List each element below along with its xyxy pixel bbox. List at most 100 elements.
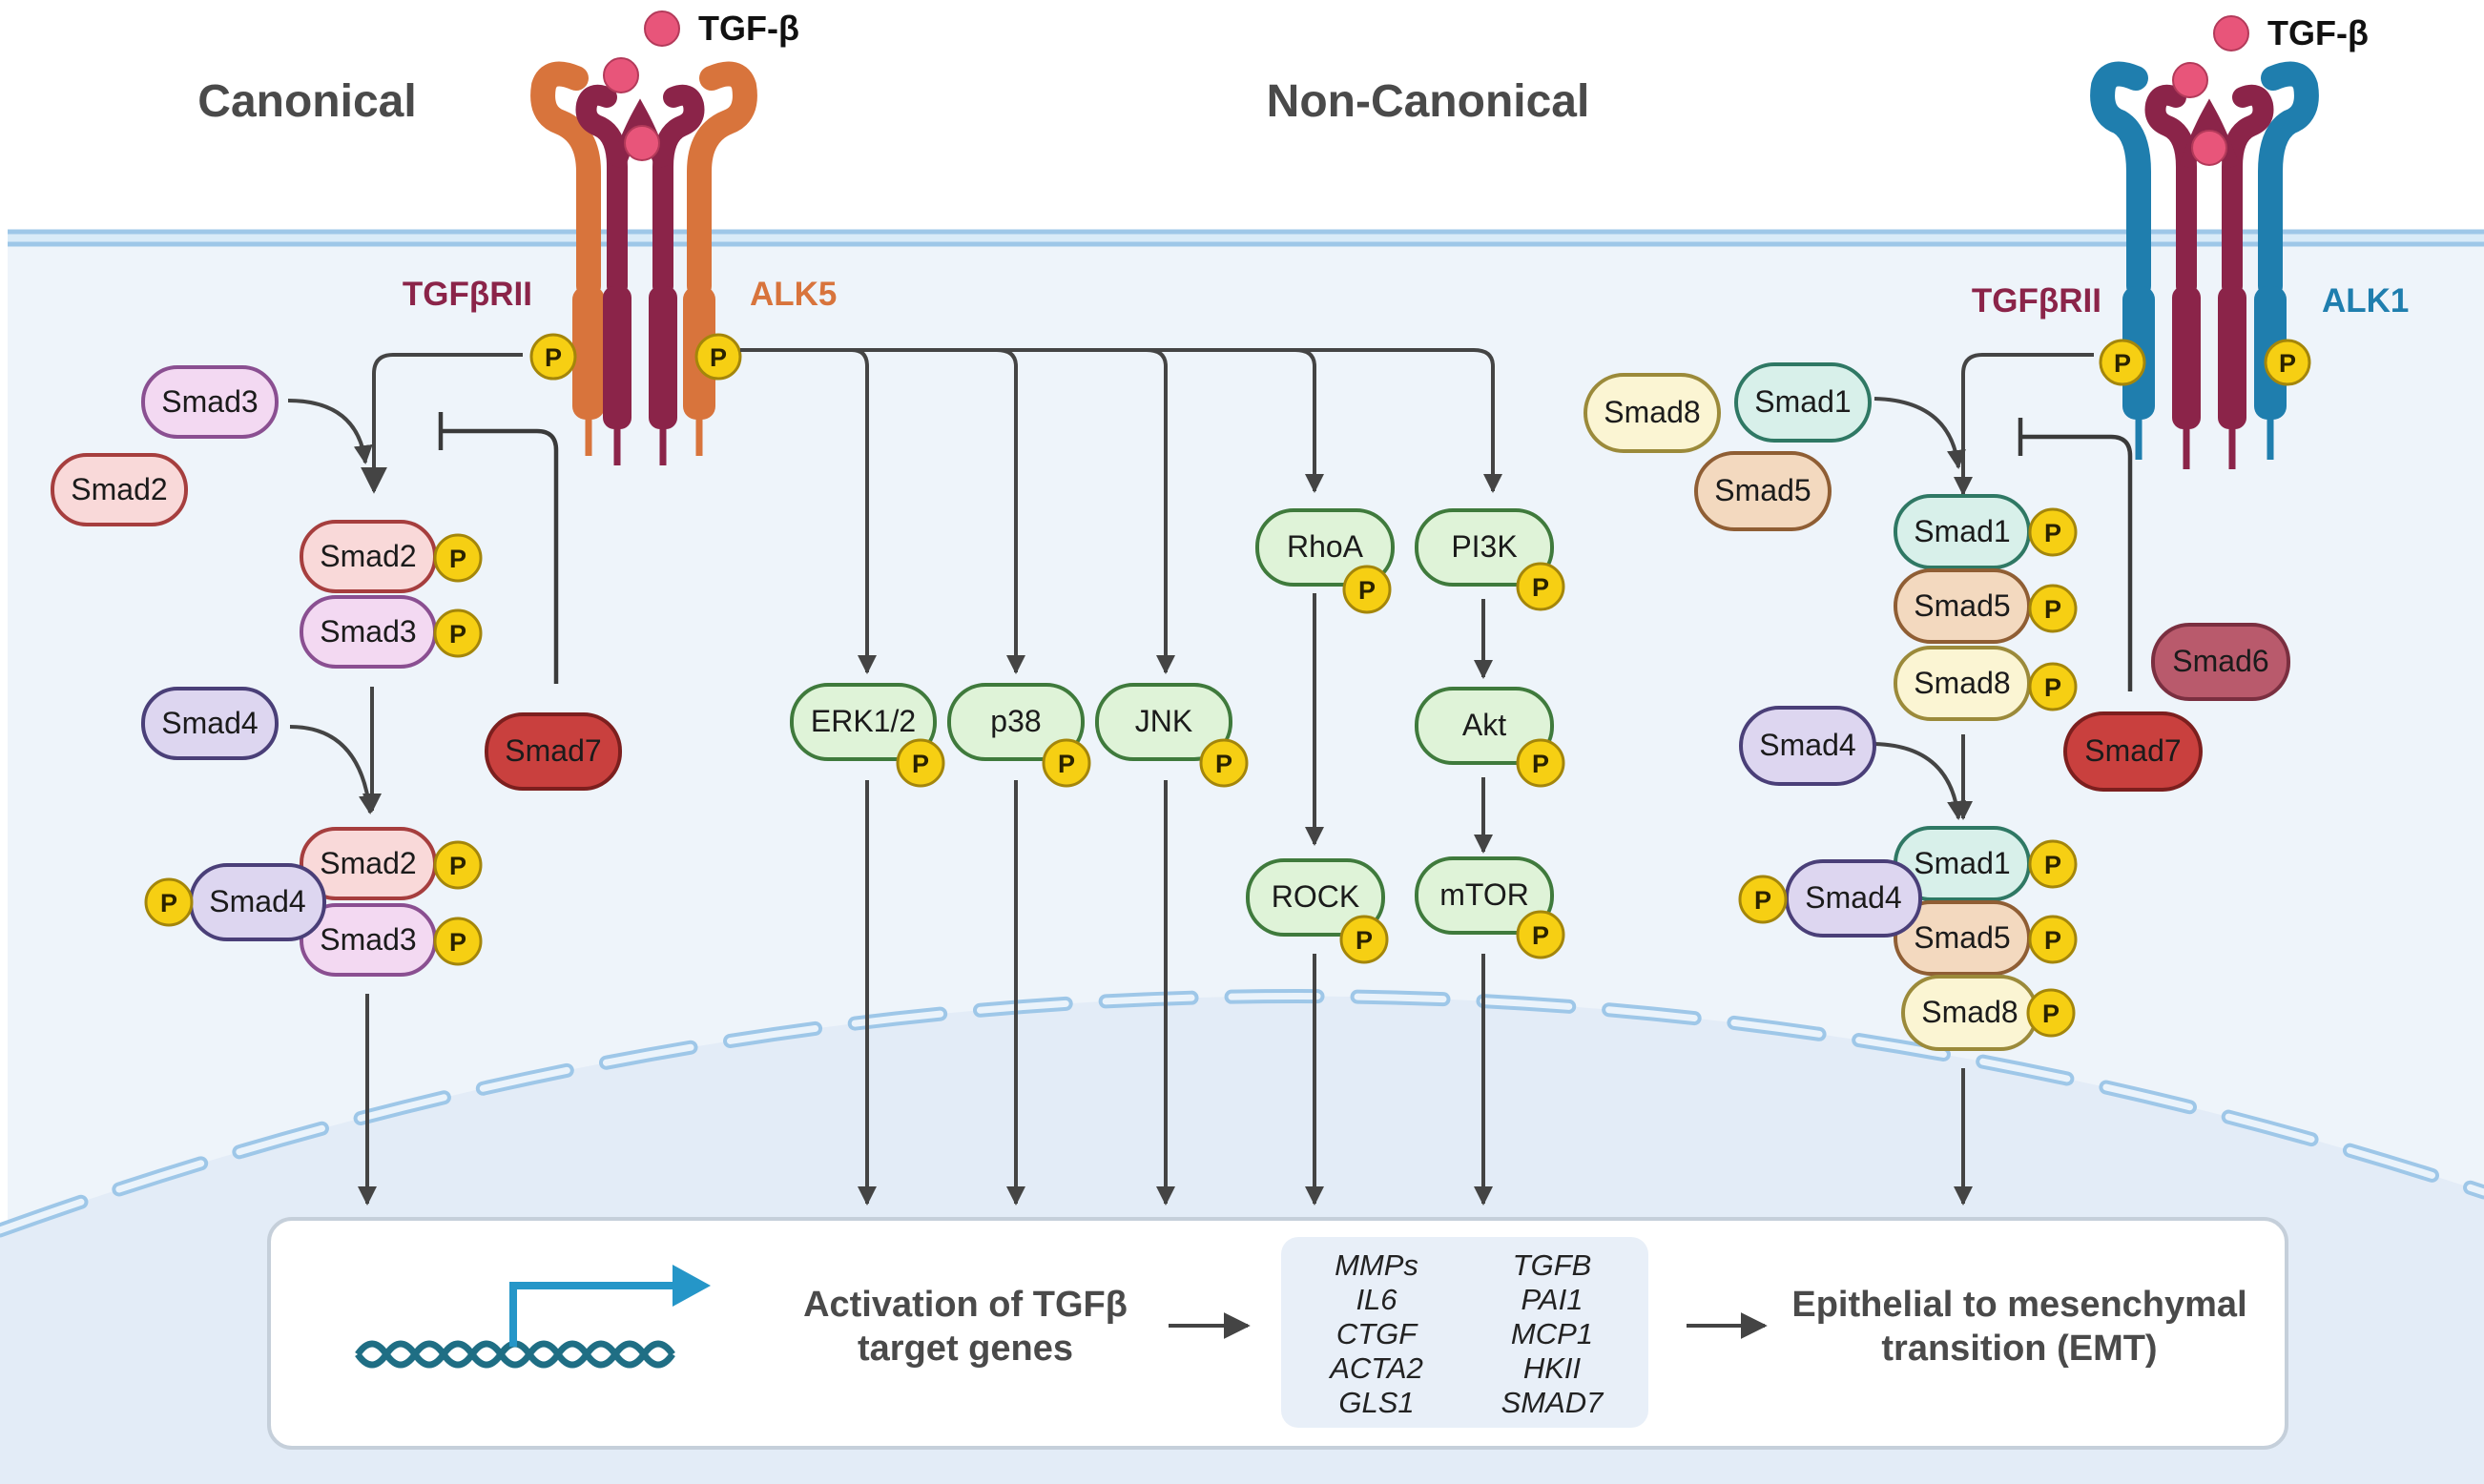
smad-complex-right: Smad1 P Smad5 P Smad8 P Smad4 P <box>1738 826 2078 1051</box>
svg-text:P: P <box>2044 673 2061 702</box>
smad158-phosphorylated: Smad1 P Smad5 P Smad8 P <box>1894 494 2078 721</box>
svg-text:P: P <box>160 889 177 917</box>
svg-text:RhoA: RhoA <box>1287 529 1364 564</box>
svg-text:Smad2: Smad2 <box>320 539 416 573</box>
svg-text:Smad5: Smad5 <box>1914 920 2010 955</box>
activation-text-line1: Activation of TGFβ <box>803 1285 1128 1325</box>
smad5-free: Smad5 <box>1694 451 1832 531</box>
svg-text:Smad1: Smad1 <box>1914 846 2010 880</box>
tgf-beta-ligand <box>2191 130 2227 166</box>
right-receptor-complex: TGF-β TGFβRII ALK1 P P <box>1972 13 2409 469</box>
svg-text:P: P <box>449 928 466 957</box>
p38-kinase: p38 P <box>947 683 1091 788</box>
svg-text:Smad8: Smad8 <box>1604 395 1700 429</box>
svg-text:Smad8: Smad8 <box>1921 995 2018 1029</box>
erk12-kinase: ERK1/2 P <box>790 683 945 788</box>
smad4-free: Smad4 <box>141 687 279 760</box>
tgfbrii-label-left: TGFβRII <box>403 276 532 313</box>
svg-text:P: P <box>1356 926 1373 955</box>
canonical-heading: Canonical <box>197 76 416 127</box>
svg-text:Smad7: Smad7 <box>2084 733 2181 768</box>
svg-text:P: P <box>2044 851 2061 879</box>
gene-list-right: TGFB PAI1 MCP1 HKII SMAD7 <box>1501 1248 1605 1419</box>
gene-name: TGFB <box>1513 1248 1592 1282</box>
smad-complex-canonical: Smad2 P Smad3 P Smad4 P <box>144 827 483 977</box>
gene-list-left: MMPs IL6 CTGF ACTA2 GLS1 <box>1328 1248 1423 1419</box>
svg-text:Smad8: Smad8 <box>1914 666 2010 700</box>
svg-text:Smad3: Smad3 <box>161 384 258 419</box>
gene-activation-box: Activation of TGFβ target genes MMPs IL6… <box>267 1217 2288 1450</box>
promoter-arrow-icon <box>509 1265 711 1347</box>
tgf-beta-ligand-legend <box>644 10 680 47</box>
svg-text:Smad1: Smad1 <box>1754 384 1851 419</box>
svg-text:Smad5: Smad5 <box>1714 473 1811 507</box>
smad4-free-right: Smad4 <box>1739 706 1876 786</box>
svg-text:Smad5: Smad5 <box>1914 588 2010 623</box>
tgf-beta-ligand-legend <box>2213 15 2249 52</box>
akt-kinase: Akt P <box>1415 687 1565 788</box>
gene-name: MMPs <box>1335 1248 1418 1282</box>
svg-text:P: P <box>2044 595 2061 624</box>
mtor-kinase: mTOR P <box>1415 856 1565 959</box>
pathway-arrows <box>287 348 2133 1206</box>
gene-name: MCP1 <box>1511 1317 1593 1350</box>
svg-text:P: P <box>545 343 562 372</box>
emt-text-line2: transition (EMT) <box>1881 1329 2157 1369</box>
phospho-badge: P <box>529 333 577 381</box>
svg-text:Akt: Akt <box>1462 708 1506 742</box>
svg-text:Smad4: Smad4 <box>1759 728 1855 762</box>
svg-text:PI3K: PI3K <box>1451 529 1517 564</box>
phospho-badge: P <box>2099 339 2146 386</box>
phospho-badge: P <box>694 333 742 381</box>
smad8-free: Smad8 <box>1584 373 1721 453</box>
svg-text:P: P <box>2044 926 2061 955</box>
svg-text:P: P <box>1754 886 1771 915</box>
smad3-free: Smad3 <box>141 365 279 439</box>
smad7-inhibitor-left: Smad7 <box>485 712 622 791</box>
smad7-inhibitor-right: Smad7 <box>2063 711 2203 792</box>
svg-text:P: P <box>449 545 466 573</box>
smad2-free: Smad2 <box>51 453 188 526</box>
svg-text:P: P <box>2042 1000 2060 1028</box>
gene-name: HKII <box>1523 1351 1582 1385</box>
tgf-beta-label-right: TGF-β <box>2267 13 2369 52</box>
svg-text:ROCK: ROCK <box>1272 879 1359 914</box>
svg-text:P: P <box>449 620 466 649</box>
smad3-phosphorylated: Smad3 P <box>300 595 483 669</box>
left-receptor-complex: TGF-β TGFβRII ALK5 P P <box>403 9 837 465</box>
gene-name: SMAD7 <box>1501 1386 1605 1419</box>
svg-text:P: P <box>1358 576 1376 605</box>
phospho-badge: P <box>2264 339 2311 386</box>
svg-text:P: P <box>1532 573 1549 602</box>
svg-text:Smad2: Smad2 <box>71 472 167 506</box>
svg-text:P: P <box>1215 750 1232 778</box>
svg-text:P: P <box>449 852 466 880</box>
activation-text-line2: target genes <box>858 1329 1073 1369</box>
smad1-free: Smad1 <box>1734 362 1872 443</box>
svg-text:Smad4: Smad4 <box>209 884 305 918</box>
svg-text:Smad1: Smad1 <box>1914 514 2010 548</box>
rock-kinase: ROCK P <box>1246 858 1389 964</box>
nuclear-envelope <box>0 989 2484 1238</box>
svg-text:P: P <box>710 343 727 372</box>
tgf-beta-ligand <box>2172 62 2208 98</box>
pi3k-kinase: PI3K P <box>1415 508 1565 611</box>
svg-text:Smad3: Smad3 <box>320 614 416 649</box>
jnk-kinase: JNK P <box>1095 683 1249 788</box>
svg-text:P: P <box>1532 750 1549 778</box>
svg-text:Smad4: Smad4 <box>161 706 258 740</box>
svg-text:P: P <box>1532 921 1549 950</box>
svg-text:JNK: JNK <box>1135 704 1192 738</box>
alk1-label: ALK1 <box>2322 282 2409 319</box>
tgfbrii-receptor-left <box>575 84 705 465</box>
gene-name: CTGF <box>1336 1317 1418 1350</box>
svg-text:P: P <box>2044 519 2061 547</box>
gene-name: IL6 <box>1356 1283 1397 1316</box>
tgf-beta-ligand <box>603 57 639 93</box>
svg-text:Smad7: Smad7 <box>505 733 601 768</box>
gene-name: PAI1 <box>1521 1283 1584 1316</box>
gene-name: GLS1 <box>1338 1386 1414 1419</box>
svg-text:Smad3: Smad3 <box>320 922 416 957</box>
alk1-receptor <box>2090 61 2319 460</box>
